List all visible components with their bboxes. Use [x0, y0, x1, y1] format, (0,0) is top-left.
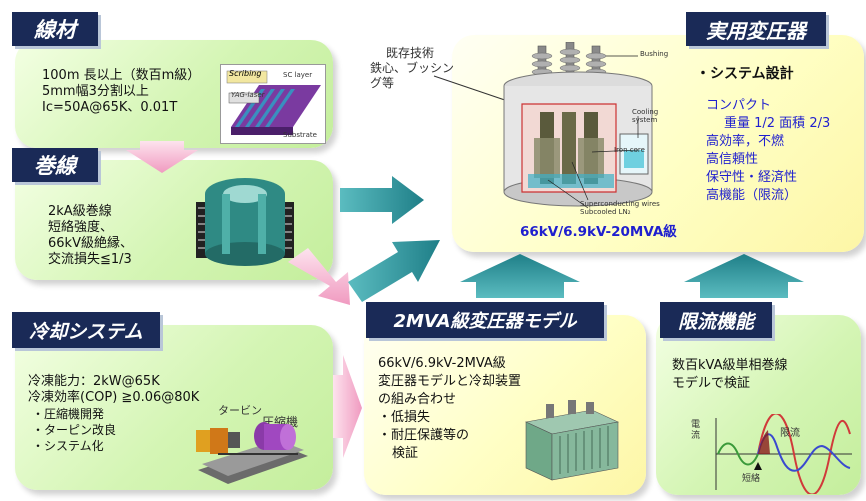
- iron-core-label: Iron core: [614, 146, 645, 154]
- arrow-cooling-to-model: [333, 355, 362, 458]
- feature-6: 高機能（限流）: [706, 188, 798, 203]
- arrow-model-to-practical: [460, 254, 580, 298]
- arrow-wire-to-winding: [126, 141, 198, 173]
- bushing-label: Bushing: [640, 50, 669, 58]
- transformer-illustration: [503, 42, 653, 209]
- feature-3: 高効率，不燃: [706, 134, 785, 149]
- wire-line-1: 100m 長以上（数百m級）: [42, 68, 201, 83]
- model-tag: 2MVA級変圧器モデル: [366, 302, 604, 338]
- fault-line-1: 数百kVA級単相巻線: [672, 358, 788, 373]
- wire-tag: 線材: [12, 12, 98, 46]
- model-line-1: 66kV/6.9kV-2MVA級: [378, 356, 506, 371]
- existing-tech-note-3: グ等: [370, 76, 395, 90]
- arrow-winding-to-practical: [340, 176, 424, 224]
- graph-ylabel-1: 電: [691, 420, 701, 430]
- model-line-6: 検証: [392, 446, 419, 461]
- existing-tech-note-2: 鉄心、ブッシン: [370, 61, 455, 75]
- practical-rating: 66kV/6.9kV-20MVA級: [520, 224, 677, 240]
- feature-4: 高信頼性: [706, 152, 759, 167]
- model-line-3: の組み合わせ: [378, 392, 457, 407]
- existing-tech-note-1: 既存技術: [386, 46, 435, 60]
- winding-line-4: 交流損失≦1/3: [48, 252, 132, 267]
- winding-line-2: 短絡強度、: [48, 220, 114, 235]
- model-line-5: ・耐圧保護等の: [378, 428, 470, 443]
- arrow-fault-to-practical: [684, 254, 804, 298]
- graph-ylabel-2: 流: [691, 431, 701, 441]
- compressor-illustration: [196, 422, 308, 484]
- winding-line-1: 2kA級巻線: [48, 204, 112, 219]
- feature-1: コンパクト: [706, 98, 772, 113]
- wire-diagram: Scribing YAG-laser SC layer Substrate: [220, 64, 326, 144]
- limit-label: 限流: [780, 428, 800, 439]
- practical-heading: ・システム設計: [696, 66, 794, 82]
- turbine-label: タービン: [218, 404, 262, 417]
- substrate-label: Substrate: [283, 131, 317, 139]
- cooling-line-4: ・ターピン改良: [32, 423, 117, 437]
- arrow-winding-to-model: [288, 248, 350, 305]
- sc-wires-label: Superconducting wires: [580, 200, 660, 208]
- short-circuit-label: 短絡: [742, 474, 761, 484]
- feature-2: 重量 1/2 面積 2/3: [724, 116, 831, 131]
- cooling-label: Cooling: [632, 108, 659, 116]
- cooling-line-1: 冷凍能力：2kW@65K: [28, 374, 160, 389]
- model-transformer-illustration: [525, 400, 619, 481]
- winding-tag: 巻線: [12, 148, 98, 182]
- arrow-diag-to-practical: [348, 240, 440, 302]
- cooling-line-3: ・圧縮機開発: [32, 407, 105, 421]
- cooling-tag: 冷却システム: [12, 312, 160, 348]
- feature-5: 保守性・経済性: [706, 170, 798, 185]
- fault-tag: 限流機能: [660, 302, 772, 338]
- scribing-label: Scribing: [229, 69, 262, 78]
- fault-line-2: モデルで検証: [672, 376, 751, 391]
- practical-tag: 実用変圧器: [686, 12, 826, 46]
- coil-illustration: [196, 178, 294, 266]
- sc-layer-label: SC layer: [283, 71, 313, 79]
- model-line-2: 変圧器モデルと冷却装置: [378, 374, 522, 389]
- wire-line-3: Ic=50A@65K、0.01T: [42, 100, 178, 115]
- cooling-line-5: ・システム化: [32, 439, 104, 453]
- model-line-4: ・低損失: [378, 410, 431, 425]
- cooling-system-label: system: [632, 116, 658, 124]
- cooling-line-2: 冷凍効率(COP) ≧0.06@80K: [28, 390, 200, 405]
- winding-line-3: 66kV級絶縁、: [48, 236, 133, 251]
- current-limiting-graph: [715, 414, 852, 494]
- subcooled-label: Subcooled LN₂: [580, 208, 631, 216]
- yag-label: YAG-laser: [231, 91, 265, 99]
- wire-line-2: 5mm幅3分割以上: [42, 84, 149, 99]
